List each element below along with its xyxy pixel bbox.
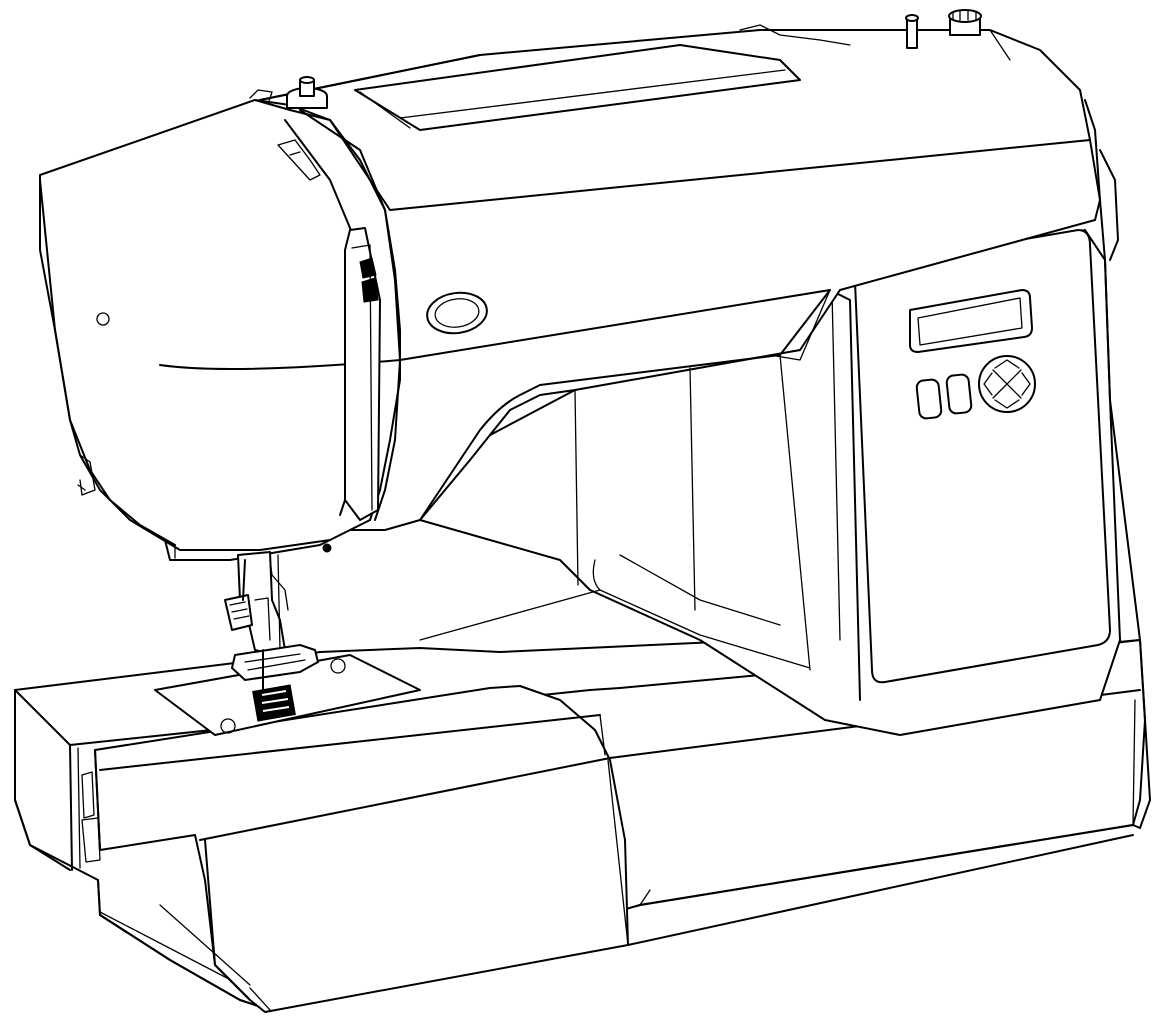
faceplate-screw [96,312,110,326]
logo-emblem [426,291,488,335]
spool-pin-1 [905,14,919,49]
spool-pin-2 [948,9,982,36]
machine-head [39,76,401,561]
base [14,639,1151,1013]
upper-arm [259,9,1101,671]
button-right [945,373,973,415]
feed-dogs [252,684,296,722]
presser-foot-assembly [224,543,332,691]
dpad-control [978,355,1036,413]
plate-screw-back [330,658,346,674]
lcd-screen [909,289,1033,353]
tension-knob [286,76,328,109]
plate-screw-front [220,718,236,734]
stitch-dial [359,257,379,303]
top-cover [354,44,801,131]
button-left [915,378,943,420]
